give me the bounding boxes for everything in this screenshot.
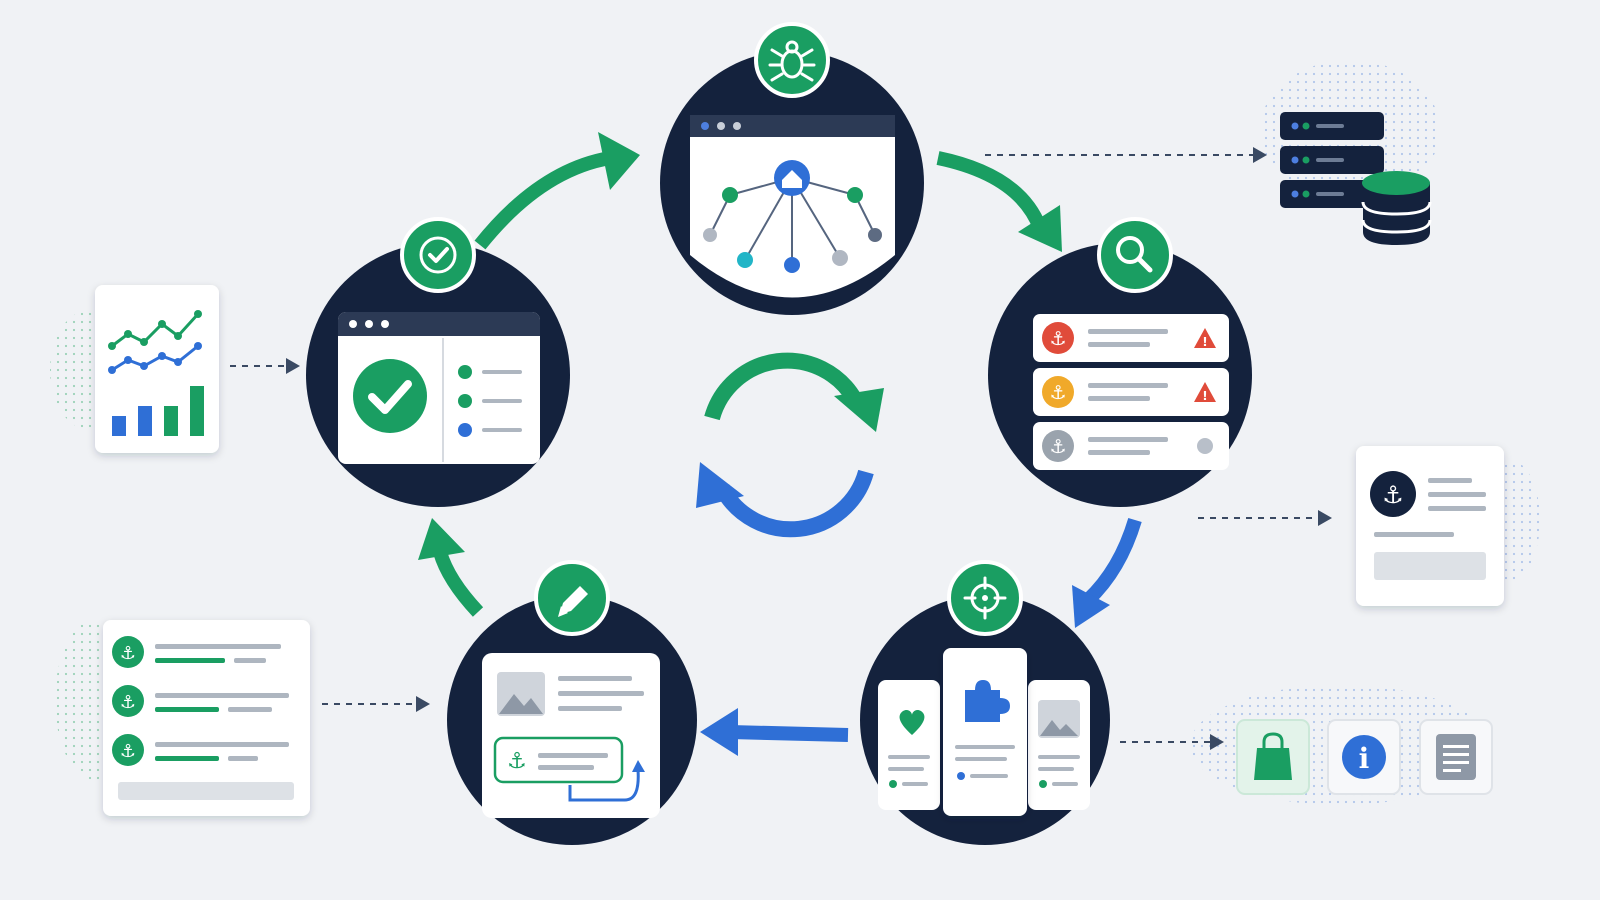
node-icon (722, 187, 738, 203)
anchor-icon (1370, 471, 1416, 517)
analytics-chart-card (95, 285, 219, 453)
anchor-icon (1042, 376, 1074, 408)
database-icon (1280, 112, 1432, 245)
node-icon (737, 252, 753, 268)
svg-text:⚓: ⚓ (120, 643, 136, 664)
stage-audit: ⚓ ! ⚓ ! ⚓ (988, 217, 1252, 507)
stage-verify (306, 217, 570, 507)
arrowhead (598, 132, 640, 190)
site-map-tree (703, 160, 882, 273)
arrowhead (1018, 205, 1062, 252)
stage-target (860, 560, 1110, 845)
dashed-connectors (230, 147, 1332, 750)
arrow-edit-to-verify (433, 549, 484, 617)
page-type-icons: i (1236, 719, 1493, 795)
puzzle-icon (965, 680, 1010, 722)
node-icon (868, 228, 882, 242)
svg-text:!: ! (1202, 389, 1207, 403)
stage-edit: ⚓ (447, 560, 697, 845)
svg-text:⚓: ⚓ (1049, 436, 1066, 458)
redirect-arrow-icon (568, 769, 640, 802)
anchor-icon (1042, 322, 1074, 354)
content-cards (878, 648, 1090, 816)
heart-icon (899, 709, 925, 735)
svg-text:!: ! (1202, 335, 1207, 349)
anchor-issue-list: ⚓ ! ⚓ ! ⚓ (1033, 314, 1229, 470)
list-item: ⚓ (1033, 422, 1229, 470)
crosshair-icon (947, 560, 1023, 636)
node-icon (832, 250, 848, 266)
svg-text:⚓: ⚓ (1049, 328, 1066, 350)
anchor-icon (112, 685, 144, 717)
checkmark-icon (353, 359, 427, 433)
line-bar-chart-icon (108, 310, 204, 436)
anchor-link-box (493, 736, 624, 784)
magnifier-icon (1097, 217, 1173, 293)
svg-text:⚓: ⚓ (1382, 481, 1404, 509)
card (943, 648, 1027, 816)
card (878, 680, 940, 810)
arrowhead (418, 518, 465, 560)
anchor-icon (1042, 430, 1074, 462)
warning-triangle-icon (1194, 328, 1216, 348)
anchor-icon (112, 636, 144, 668)
anchor-report-card: ⚓ (1356, 446, 1504, 606)
svg-text:i: i (1359, 742, 1370, 775)
checkmark-badge-icon (400, 217, 476, 293)
svg-text:⚓: ⚓ (1049, 382, 1066, 404)
approved-window (338, 312, 540, 464)
list-item: ⚓ ! (1033, 314, 1229, 362)
cycle-arrows (418, 132, 1142, 756)
svg-text:⚓: ⚓ (120, 692, 136, 713)
stage-crawl (660, 22, 924, 315)
list-item: ⚓ (112, 734, 289, 766)
node-icon (847, 187, 863, 203)
warning-triangle-icon (1194, 382, 1216, 402)
refresh-cycle-icon (696, 352, 884, 538)
gray-dot-icon (1197, 438, 1213, 454)
anchor-checklist-card: ⚓ ⚓ ⚓ (103, 620, 310, 816)
pencil-icon (534, 560, 610, 636)
arrow-audit-to-target (1083, 517, 1142, 606)
arrow-crawl-to-audit (936, 151, 1047, 231)
list-item: ⚓ (112, 636, 281, 668)
node-icon (703, 228, 717, 242)
list-item: ⚓ (112, 685, 289, 717)
list-item: ⚓ ! (1033, 368, 1229, 416)
svg-text:⚓: ⚓ (120, 741, 136, 762)
link-insert-editor: ⚓ (482, 653, 660, 818)
arrow-target-to-edit (729, 725, 849, 742)
arrow-verify-to-crawl (474, 151, 612, 250)
anchor-icon: ⚓ (507, 749, 527, 774)
bug-icon (754, 22, 830, 98)
arrowhead (1072, 585, 1110, 628)
card (1028, 680, 1090, 810)
anchor-icon (112, 734, 144, 766)
node-icon (784, 257, 800, 273)
arrowhead (700, 708, 738, 756)
